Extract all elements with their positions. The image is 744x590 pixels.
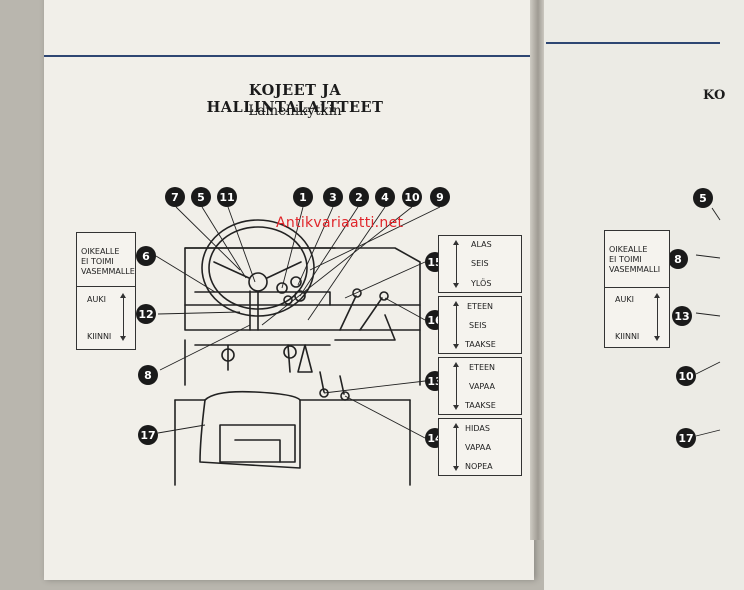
right-steering-lock-box: OIKEALLE EI TOIMI VASEMMALLI AUKI KIINNI (604, 230, 670, 348)
callout-10: 10 (402, 187, 422, 207)
callout-1: 1 (293, 187, 313, 207)
right-page-title: KO (703, 88, 726, 103)
right-callout-8: 8 (668, 249, 688, 269)
callout-3: 3 (323, 187, 343, 207)
right-lock-closed-label: KIINNI (615, 332, 640, 341)
steering-disabled-label: EI TOIMI (81, 257, 114, 266)
gear-reverse-label: TAAKSE (465, 401, 496, 410)
steering-lock-box: OIKEALLE EI TOIMI VASEMMALLE AUKI KIINNI (76, 232, 136, 350)
callout-5: 5 (191, 187, 211, 207)
callout-2: 2 (349, 187, 369, 207)
steering-left-label: VASEMMALLE (81, 267, 135, 276)
gear-control-box: ETEEN VAPAA TAAKSE (438, 357, 522, 415)
drive-control-box: ETEEN SEIS TAAKSE (438, 296, 522, 354)
callout-11: 11 (217, 187, 237, 207)
drive-forward-label: ETEEN (467, 302, 494, 311)
double-arrow-icon (453, 240, 459, 288)
speed-fast-label: NOPEA (465, 462, 493, 471)
right-callout-10: 10 (676, 366, 696, 386)
gear-neutral-label: VAPAA (469, 382, 495, 391)
steering-right-label: OIKEALLE (81, 247, 120, 256)
lift-stop-label: SEIS (471, 259, 489, 268)
callout-4: 4 (375, 187, 395, 207)
right-header-rule (546, 42, 720, 44)
callout-17: 17 (138, 425, 158, 445)
double-arrow-icon (654, 293, 660, 341)
right-lock-open-label: AUKI (615, 295, 634, 304)
right-callout-13: 13 (672, 306, 692, 326)
callout-8: 8 (138, 365, 158, 385)
right-steering-left-label: VASEMMALLI (609, 265, 661, 274)
controls-illustration (155, 206, 721, 486)
right-callout-5: 5 (693, 188, 713, 208)
double-arrow-icon (453, 362, 459, 410)
double-arrow-icon (453, 301, 459, 349)
speed-slow-label: HIDAS (465, 424, 490, 433)
book-gutter (530, 0, 546, 540)
watermark: Antikvariaatti.net (276, 215, 404, 231)
right-callout-17: 17 (676, 428, 696, 448)
drive-reverse-label: TAAKSE (465, 340, 496, 349)
callout-9: 9 (430, 187, 450, 207)
page-subtitle: Lamellikytkin (248, 103, 342, 119)
double-arrow-icon (120, 293, 126, 341)
page-title: KOJEET JA HALLINTALAITTEET (206, 82, 384, 116)
speed-control-box: HIDAS VAPAA NOPEA (438, 418, 522, 476)
right-steering-right-label: OIKEALLE (609, 245, 648, 254)
callout-7: 7 (165, 187, 185, 207)
lock-open-label: AUKI (87, 295, 106, 304)
callout-12: 12 (136, 304, 156, 324)
right-steering-disabled-label: EI TOIMI (609, 255, 642, 264)
double-arrow-icon (453, 423, 459, 471)
header-rule (44, 55, 530, 57)
speed-neutral-label: VAPAA (465, 443, 491, 452)
lock-closed-label: KIINNI (87, 332, 112, 341)
lift-down-label: ALAS (471, 240, 492, 249)
lift-control-box: ALAS SEIS YLÖS (438, 235, 522, 293)
gear-forward-label: ETEEN (469, 363, 496, 372)
lift-up-label: YLÖS (471, 279, 492, 288)
callout-6: 6 (136, 246, 156, 266)
drive-stop-label: SEIS (469, 321, 487, 330)
